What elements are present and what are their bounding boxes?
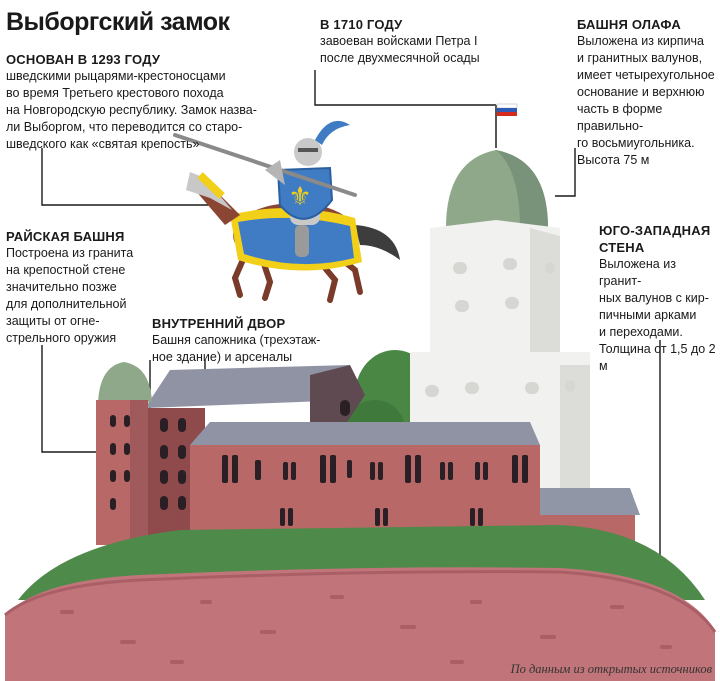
- leader-conquered: [314, 70, 496, 106]
- conquered-text: завоеван войсками Петра I после двухмеся…: [320, 34, 480, 65]
- leader-founded: [41, 148, 210, 206]
- southwest-heading: ЮГО-ЗАПАДНАЯ СТЕНА: [599, 223, 711, 255]
- southwest-text: Выложена из гранит- ных валунов с кир- п…: [599, 257, 716, 373]
- source-note: По данным из открытых источников: [510, 662, 712, 676]
- paradise-tower: [96, 362, 152, 545]
- olaf-heading: БАШНЯ ОЛАФА: [577, 17, 681, 32]
- russian-flag-icon: [496, 103, 518, 116]
- paradise-block: РАЙСКАЯ БАШНЯ Построена из гранита на кр…: [6, 228, 156, 347]
- founded-text: шведскими рыцарями-крестоносцами во врем…: [6, 69, 257, 151]
- southwest-block: ЮГО-ЗАПАДНАЯ СТЕНА Выложена из гранит- н…: [599, 222, 719, 375]
- leader-paradise: [41, 345, 96, 453]
- founded-block: ОСНОВАН В 1293 ГОДУ шведскими рыцарями-к…: [6, 51, 306, 153]
- paradise-text: Построена из гранита на крепостной стене…: [6, 246, 134, 345]
- courtyard-text: Башня сапожника (трехэтаж- ное здание) и…: [152, 333, 321, 364]
- conquered-block: В 1710 ГОДУ завоеван войсками Петра I по…: [320, 16, 520, 67]
- olaf-block: БАШНЯ ОЛАФА Выложена из кирпича и гранит…: [577, 16, 717, 169]
- conquered-heading: В 1710 ГОДУ: [320, 17, 403, 32]
- olaf-text: Выложена из кирпича и гранитных валунов,…: [577, 34, 715, 167]
- main-building: [190, 422, 540, 540]
- leader-olaf: [555, 148, 576, 197]
- svg-text:⚜: ⚜: [288, 182, 311, 212]
- page-title: Выборгский замок: [6, 8, 230, 36]
- hill: [4, 525, 717, 681]
- courtyard-block: ВНУТРЕННИЙ ДВОР Башня сапожника (трехэта…: [152, 315, 332, 366]
- knight-on-horse-icon: ⚜: [173, 120, 400, 303]
- paradise-heading: РАЙСКАЯ БАШНЯ: [6, 229, 125, 244]
- courtyard-heading: ВНУТРЕННИЙ ДВОР: [152, 316, 286, 331]
- olaf-upper: [430, 220, 560, 365]
- founded-heading: ОСНОВАН В 1293 ГОДУ: [6, 52, 161, 67]
